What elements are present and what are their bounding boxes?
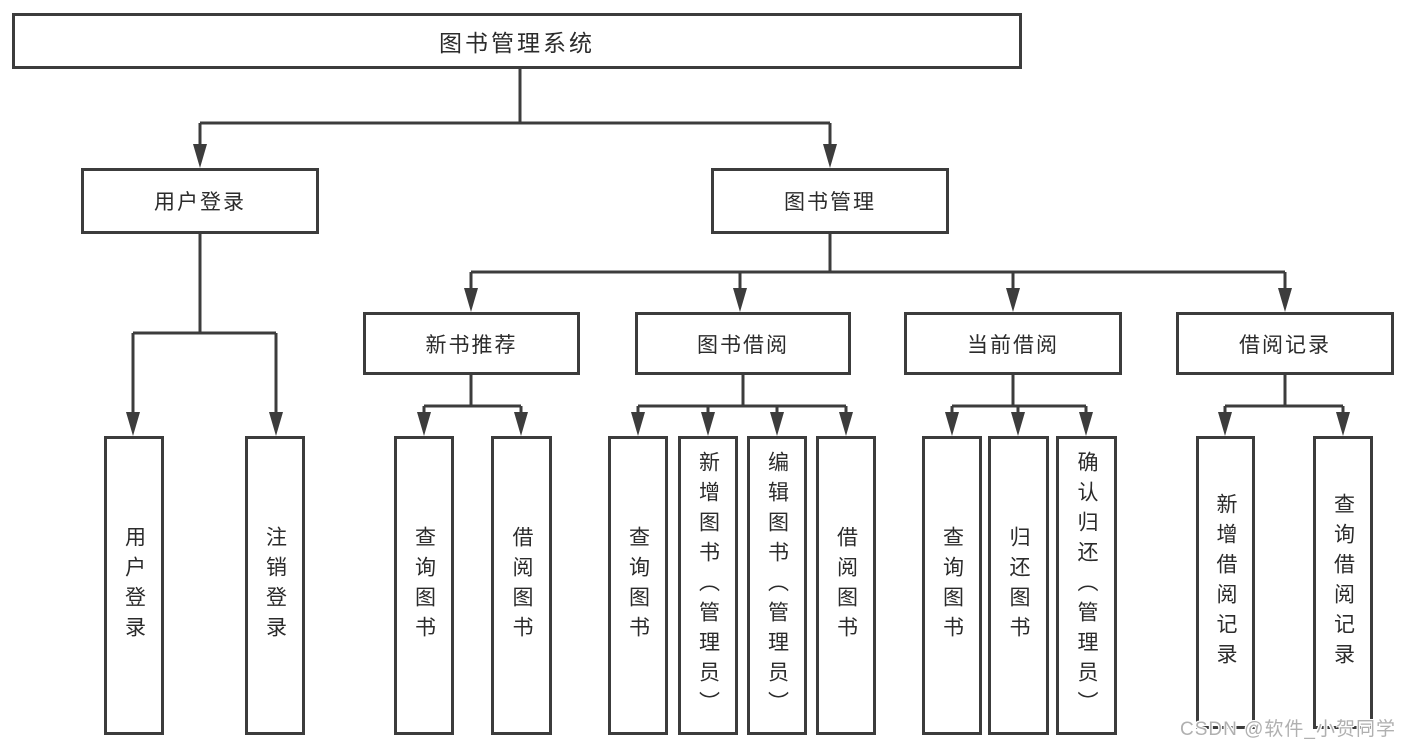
arrowhead-down-icon (1011, 412, 1025, 436)
leaf-query-books-current: 查询图书 (922, 436, 982, 735)
leaf-return-book-label: 归还图书 (1007, 525, 1030, 646)
arrowhead-down-icon (193, 144, 207, 168)
leaf-borrow-books-recommend-label: 借阅图书 (510, 525, 533, 646)
branch-line (950, 375, 1088, 414)
leaf-query-books-borrow-label: 查询图书 (626, 525, 650, 646)
leaf-query-borrow-record-label: 查询借阅记录 (1331, 492, 1355, 673)
leaf-logout-label: 注销登录 (263, 525, 287, 646)
leaf-add-borrow-record: 新增借阅记录 (1196, 436, 1255, 729)
arrowhead-down-icon (733, 288, 747, 312)
leaf-user-login-label: 用户登录 (122, 525, 146, 646)
node-current-borrow: 当前借阅 (904, 312, 1122, 375)
branch-line (131, 234, 278, 414)
csdn-watermark: CSDN @软件_小贺同学 (1180, 719, 1396, 740)
arrowhead-down-icon (1079, 412, 1093, 436)
connector-borrow-records-branch (1218, 375, 1350, 436)
node-book-borrow: 图书借阅 (635, 312, 851, 375)
connector-book-borrow-branch (631, 375, 853, 436)
leaf-user-login: 用户登录 (104, 436, 164, 735)
leaf-confirm-return-admin: 确认归还（管理员） (1056, 436, 1117, 735)
arrowhead-down-icon (770, 412, 784, 436)
connector-root-to-level2 (193, 69, 837, 168)
branch-line (1223, 375, 1345, 414)
branch-line (469, 234, 1287, 290)
arrowhead-down-icon (269, 412, 283, 436)
arrowhead-down-icon (464, 288, 478, 312)
arrowhead-down-icon (839, 412, 853, 436)
connector-new-book-recommend-branch (417, 375, 528, 436)
arrowhead-down-icon (514, 412, 528, 436)
leaf-edit-book-admin-label: 编辑图书（管理员） (765, 450, 789, 721)
node-root-system: 图书管理系统 (12, 13, 1022, 69)
node-new-book-recommend: 新书推荐 (363, 312, 580, 375)
arrowhead-down-icon (417, 412, 431, 436)
leaf-query-books-borrow: 查询图书 (608, 436, 668, 735)
arrowhead-down-icon (126, 412, 140, 436)
leaf-edit-book-admin: 编辑图书（管理员） (747, 436, 807, 735)
leaf-query-books-recommend: 查询图书 (394, 436, 454, 735)
leaf-borrow-books: 借阅图书 (816, 436, 876, 735)
node-book-management: 图书管理 (711, 168, 949, 234)
leaf-query-books-current-label: 查询图书 (940, 525, 964, 646)
leaf-logout: 注销登录 (245, 436, 305, 735)
leaf-add-borrow-record-label: 新增借阅记录 (1214, 492, 1237, 673)
node-user-login: 用户登录 (81, 168, 319, 234)
arrowhead-down-icon (823, 144, 837, 168)
leaf-return-book: 归还图书 (988, 436, 1049, 735)
branch-line (422, 375, 523, 414)
leaf-query-borrow-record: 查询借阅记录 (1313, 436, 1373, 729)
arrowhead-down-icon (1218, 412, 1232, 436)
leaf-borrow-books-recommend: 借阅图书 (491, 436, 552, 735)
connector-current-borrow-branch (945, 375, 1093, 436)
arrowhead-down-icon (631, 412, 645, 436)
branch-line (198, 69, 832, 146)
node-borrow-records: 借阅记录 (1176, 312, 1394, 375)
leaf-borrow-books-label: 借阅图书 (834, 525, 858, 646)
arrowhead-down-icon (1336, 412, 1350, 436)
arrowhead-down-icon (701, 412, 715, 436)
leaf-add-book-admin-label: 新增图书（管理员） (696, 450, 720, 721)
arrowhead-down-icon (1006, 288, 1020, 312)
branch-line (636, 375, 848, 414)
leaf-query-books-recommend-label: 查询图书 (412, 525, 436, 646)
arrowhead-down-icon (945, 412, 959, 436)
leaf-add-book-admin: 新增图书（管理员） (678, 436, 738, 735)
arrowhead-down-icon (1278, 288, 1292, 312)
connector-user-login-branch (126, 234, 283, 436)
connector-book-management-branch (464, 234, 1292, 312)
leaf-confirm-return-admin-label: 确认归还（管理员） (1075, 450, 1098, 721)
